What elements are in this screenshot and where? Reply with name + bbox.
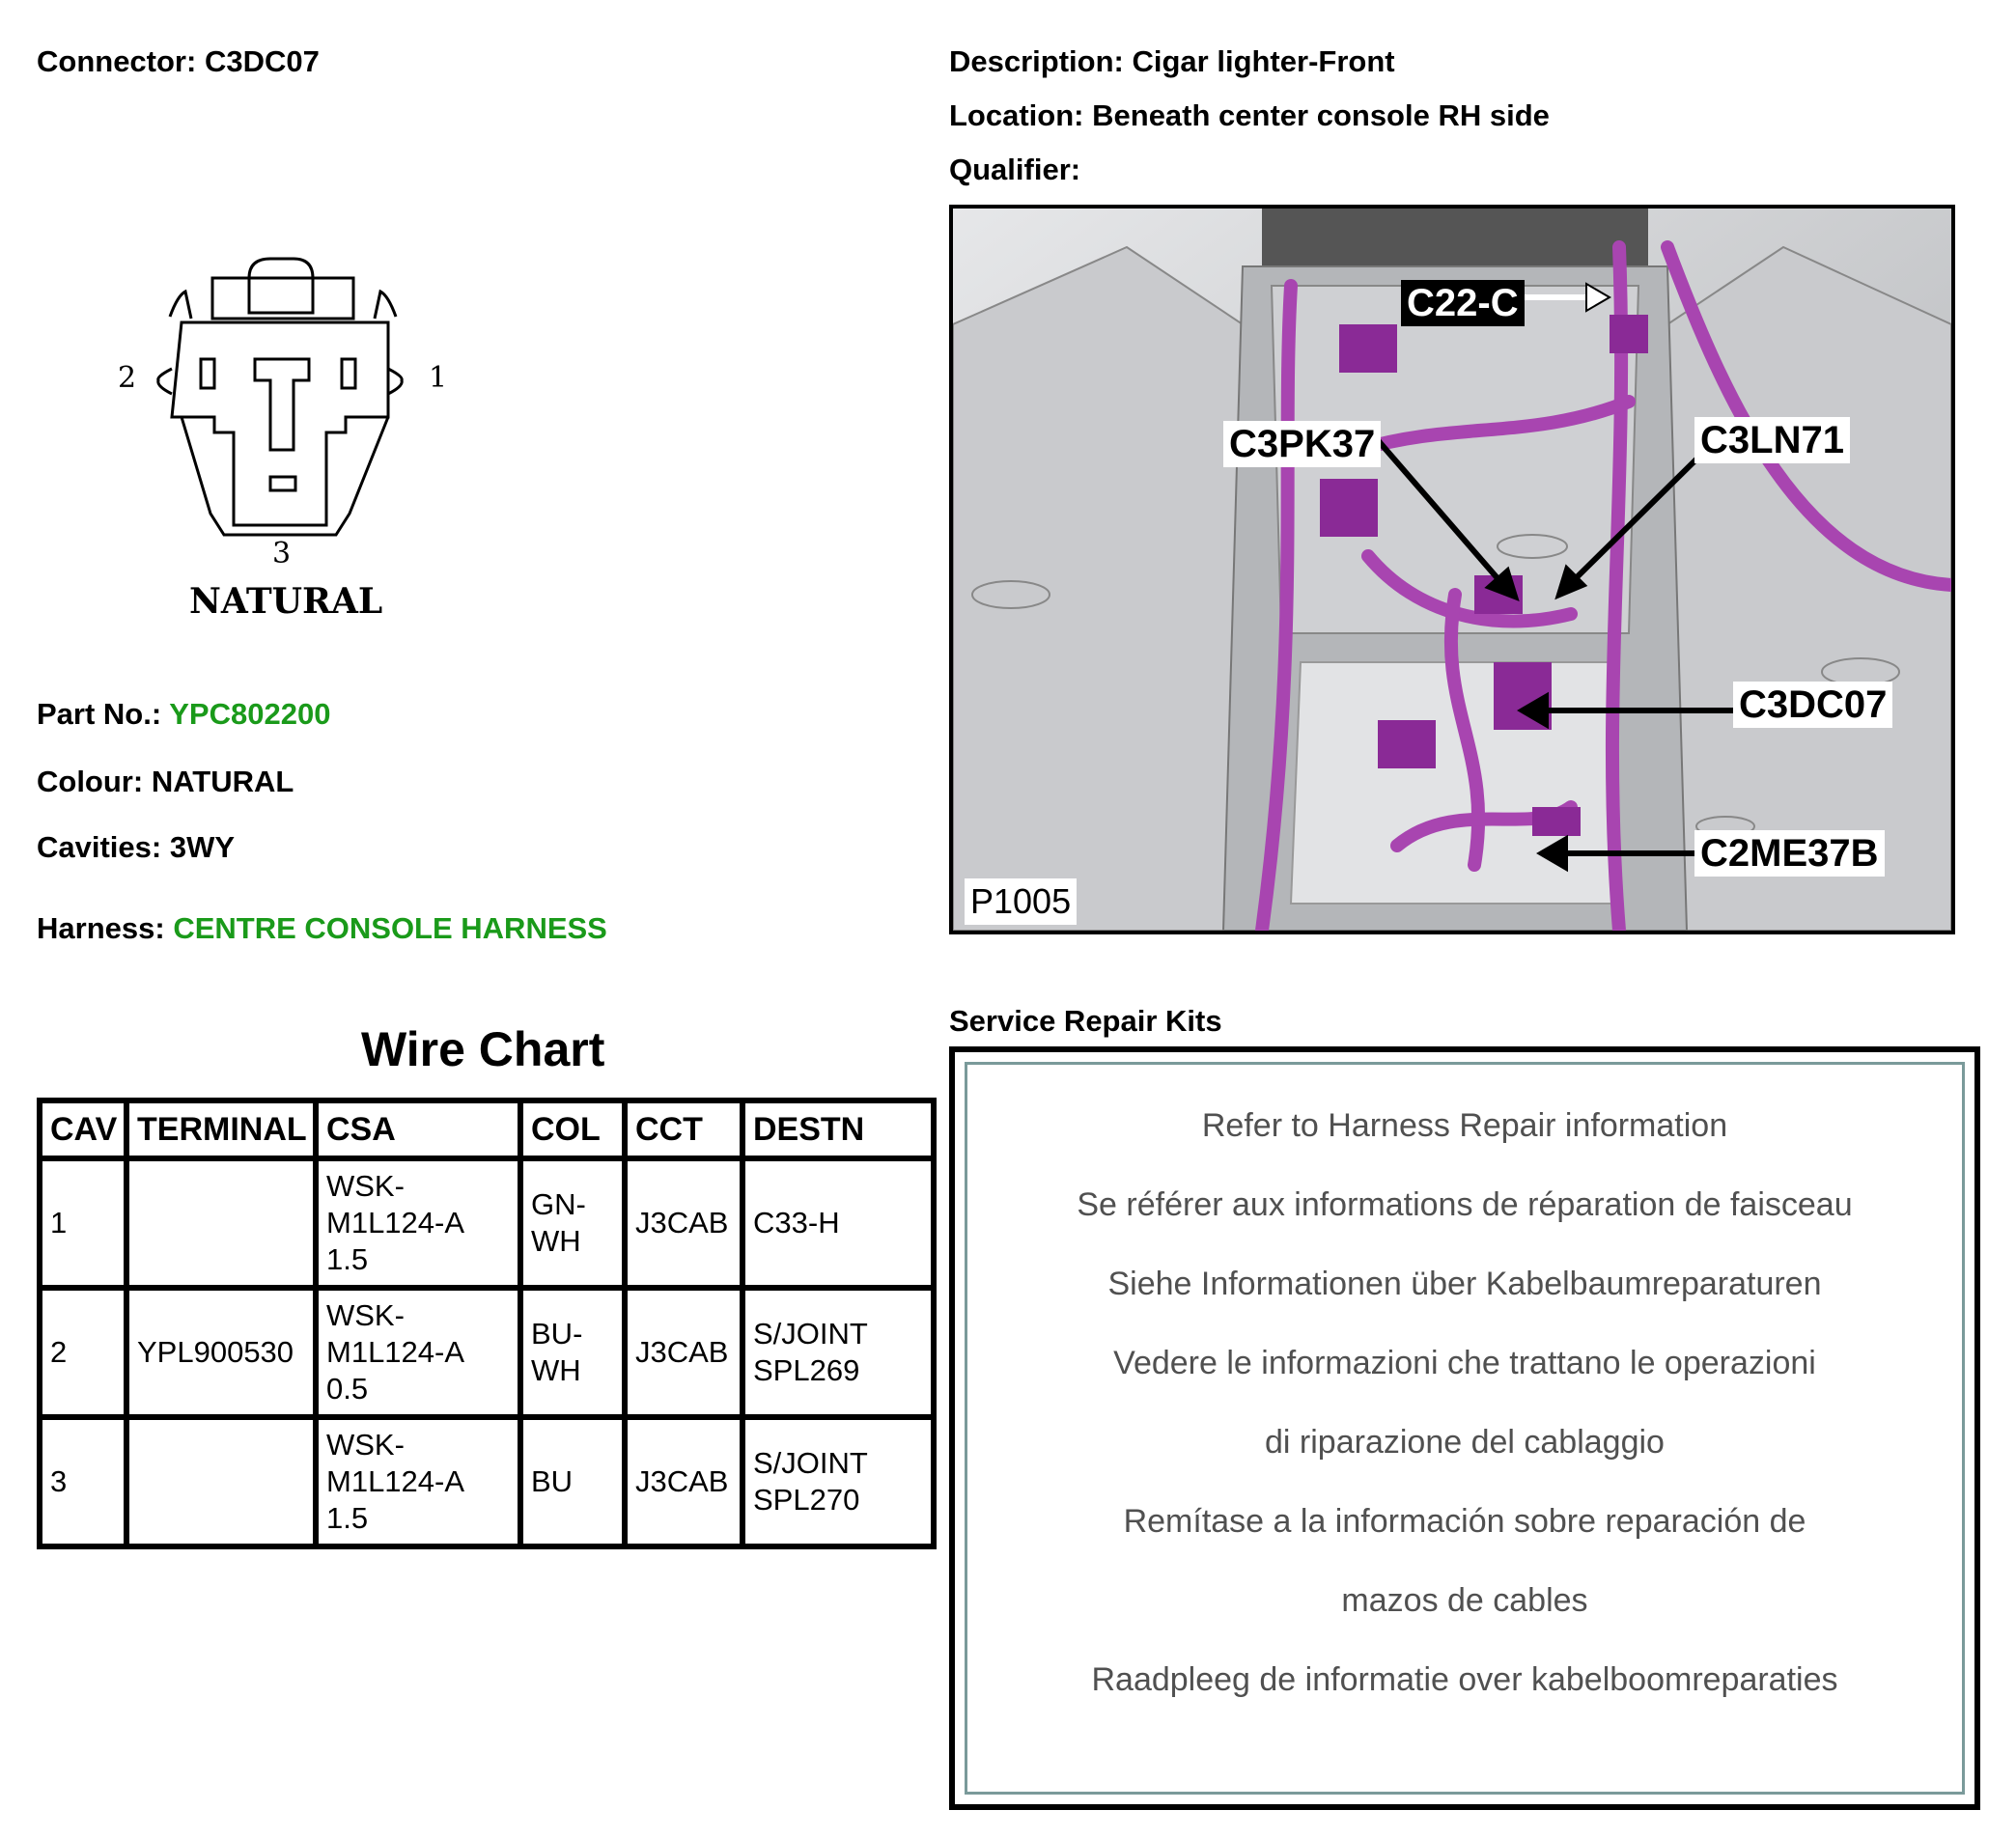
wire-chart-title: Wire Chart [361, 1022, 605, 1076]
diagram-colour-label: NATURAL [189, 581, 383, 622]
service-kits-title: Service Repair Kits [949, 1004, 1222, 1038]
cavities-value: 3WY [169, 830, 236, 864]
cell-destn: C33-H [740, 1156, 937, 1291]
pin-3-label: 3 [272, 537, 292, 571]
location-field: Location: Beneath center console RH side [949, 98, 1550, 133]
harness-field: Harness: CENTRE CONSOLE HARNESS [37, 911, 607, 946]
cell-col: BU- WH [518, 1285, 628, 1420]
cell-col: BU [518, 1414, 628, 1549]
kit-line-nl: Raadpleeg de informatie over kabelboomre… [1091, 1661, 1838, 1698]
cell-csa: WSK- M1L124-A 0.5 [313, 1285, 523, 1420]
cell-terminal: YPL900530 [124, 1285, 319, 1420]
wire-chart-header-row: CAV TERMINAL CSA COL CCT DESTN [37, 1098, 937, 1161]
location-value: Beneath center console RH side [1092, 98, 1550, 132]
harness-label: Harness: [37, 911, 165, 945]
cell-csa: WSK- M1L124-A 1.5 [313, 1156, 523, 1291]
cavity-1 [340, 357, 357, 390]
location-label: Location: [949, 98, 1084, 132]
kit-line-es-2: mazos de cables [1341, 1582, 1588, 1619]
cell-cav: 1 [37, 1156, 129, 1291]
colour-field: Colour: NATURAL [37, 765, 294, 799]
cavity-3 [268, 475, 297, 492]
header-destn: DESTN [740, 1098, 937, 1161]
colour-value: NATURAL [151, 765, 294, 798]
description-label: Description: [949, 44, 1124, 78]
harness-link[interactable]: CENTRE CONSOLE HARNESS [173, 911, 607, 945]
kit-line-es-1: Remítase a la información sobre reparaci… [1123, 1503, 1806, 1540]
header-cct: CCT [622, 1098, 745, 1161]
part-no-field: Part No.: YPC802200 [37, 697, 330, 732]
service-kits-box: Refer to Harness Repair information Se r… [949, 1046, 1980, 1810]
connector-value: C3DC07 [204, 44, 320, 78]
cavities-field: Cavities: 3WY [37, 830, 235, 865]
location-photo: C22-C C3PK37 C3LN71 C3DC07 C2ME37B P1005 [949, 205, 1955, 934]
header-csa: CSA [313, 1098, 523, 1161]
kit-line-it-2: di riparazione del cablaggio [1265, 1424, 1665, 1461]
cell-terminal [124, 1414, 319, 1549]
cell-cav: 3 [37, 1414, 129, 1549]
header-col: COL [518, 1098, 628, 1161]
cavities-label: Cavities: [37, 830, 162, 864]
latch [247, 257, 315, 315]
callout-c3dc07: C3DC07 [1733, 682, 1893, 728]
cell-destn: S/JOINT SPL269 [740, 1285, 937, 1420]
cell-cct: J3CAB [622, 1156, 745, 1291]
cell-cav: 2 [37, 1285, 129, 1420]
connector-face-diagram [156, 257, 404, 537]
pin-1-label: 1 [429, 361, 448, 395]
part-no-label: Part No.: [37, 697, 162, 731]
kit-line-de: Siehe Informationen über Kabelbaumrepara… [1107, 1266, 1822, 1302]
cavity-key [253, 357, 311, 452]
pin-2-label: 2 [118, 361, 137, 395]
cavity-2 [199, 357, 216, 390]
callout-c2me37b: C2ME37B [1694, 830, 1885, 877]
cell-destn: S/JOINT SPL270 [740, 1414, 937, 1549]
service-kits-inner: Refer to Harness Repair information Se r… [965, 1062, 1965, 1795]
cell-col: GN- WH [518, 1156, 628, 1291]
kit-line-en: Refer to Harness Repair information [1201, 1107, 1728, 1144]
cell-csa: WSK- M1L124-A 1.5 [313, 1414, 523, 1549]
kit-line-fr: Se référer aux informations de réparatio… [1077, 1186, 1853, 1223]
cell-cct: J3CAB [622, 1285, 745, 1420]
qualifier-label: Qualifier: [949, 153, 1081, 186]
kit-line-it-1: Vedere le informazioni che trattano le o… [1113, 1345, 1816, 1381]
header-terminal: TERMINAL [124, 1098, 319, 1161]
description-value: Cigar lighter-Front [1132, 44, 1395, 78]
callout-c3ln71: C3LN71 [1694, 417, 1850, 463]
colour-label: Colour: [37, 765, 144, 798]
qualifier-field: Qualifier: [949, 153, 1080, 187]
header-cav: CAV [37, 1098, 129, 1161]
part-no-link[interactable]: YPC802200 [169, 697, 331, 731]
cell-terminal [124, 1156, 319, 1291]
callout-c3pk37: C3PK37 [1223, 421, 1382, 467]
connector-blocks [1320, 315, 1648, 836]
photo-reference: P1005 [965, 878, 1078, 925]
description-field: Description: Cigar lighter-Front [949, 44, 1395, 79]
connector-field: Connector: C3DC07 [37, 44, 320, 79]
cell-cct: J3CAB [622, 1414, 745, 1549]
callout-c22-c: C22-C [1401, 280, 1525, 326]
connector-label: Connector: [37, 44, 197, 78]
